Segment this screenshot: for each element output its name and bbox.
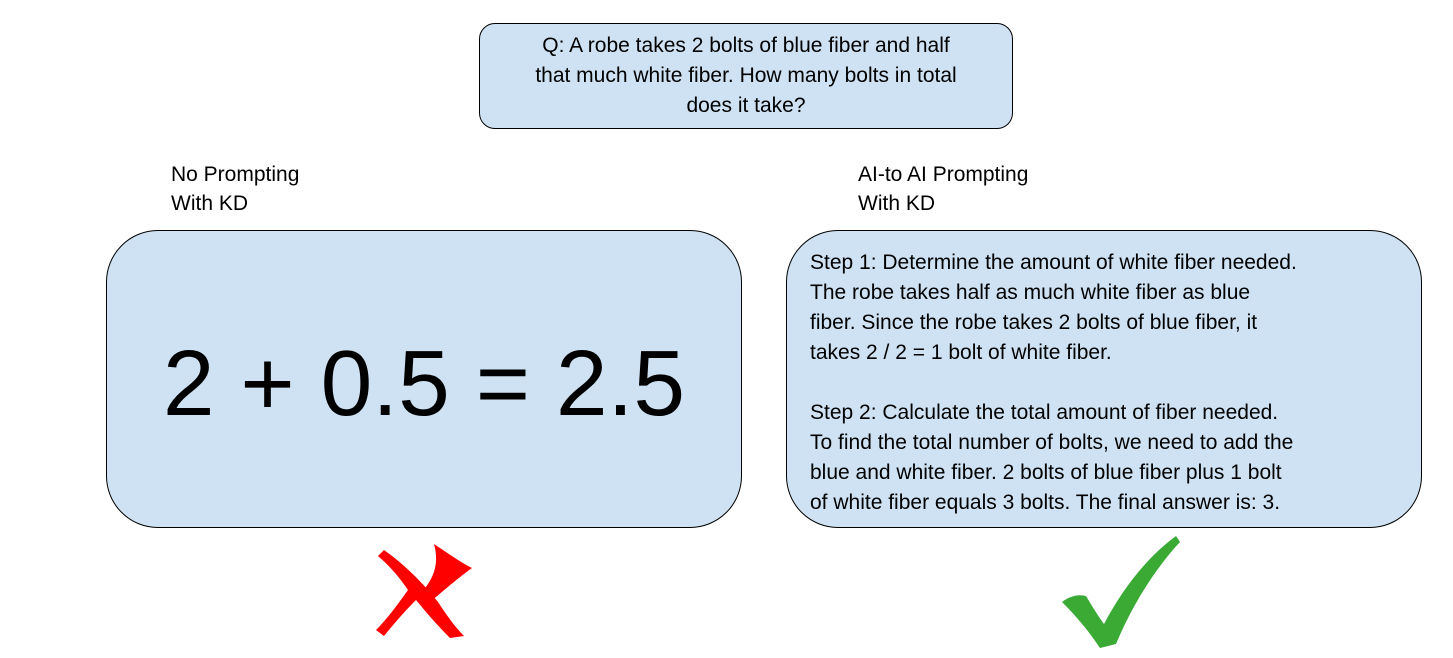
left-label-line: No Prompting (171, 163, 300, 186)
step1-line: fiber. Since the robe takes 2 bolts of b… (810, 311, 1258, 334)
step2-line: blue and white fiber. 2 bolts of blue fi… (810, 461, 1282, 484)
right-label-line: AI-to AI Prompting (858, 163, 1029, 186)
right-label-line: With KD (858, 192, 936, 215)
left-answer-box: 2 + 0.5 = 2.5 (106, 230, 742, 528)
checkmark-icon (1062, 536, 1180, 648)
checkmark-icon-shape (1062, 536, 1180, 648)
step1-line: The robe takes half as much white fiber … (810, 281, 1251, 304)
step2-line: To find the total number of bolts, we ne… (810, 431, 1294, 454)
left-label-line: With KD (171, 192, 249, 215)
step1-line: takes 2 / 2 = 1 bolt of white fiber. (810, 341, 1112, 364)
question-text: Q: A robe takes 2 bolts of blue fiber an… (535, 31, 956, 121)
answer-equation: 2 + 0.5 = 2.5 (162, 330, 686, 435)
cross-icon (376, 544, 472, 638)
cross-icon-shape (376, 544, 472, 638)
question-box: Q: A robe takes 2 bolts of blue fiber an… (479, 23, 1013, 129)
question-line: Q: A robe takes 2 bolts of blue fiber an… (542, 34, 950, 57)
step2-line: Step 2: Calculate the total amount of fi… (810, 401, 1279, 424)
right-panel-label: AI-to AI Prompting With KD (858, 160, 1028, 218)
step-spacer (810, 368, 1421, 398)
question-line: does it take? (686, 94, 806, 117)
step1-line: Step 1: Determine the amount of white fi… (810, 251, 1297, 274)
right-answer-box: Step 1: Determine the amount of white fi… (786, 230, 1422, 528)
step2-line: of white fiber equals 3 bolts. The final… (810, 491, 1281, 514)
question-line: that much white fiber. How many bolts in… (535, 64, 957, 87)
left-panel-label: No Prompting With KD (171, 160, 299, 218)
